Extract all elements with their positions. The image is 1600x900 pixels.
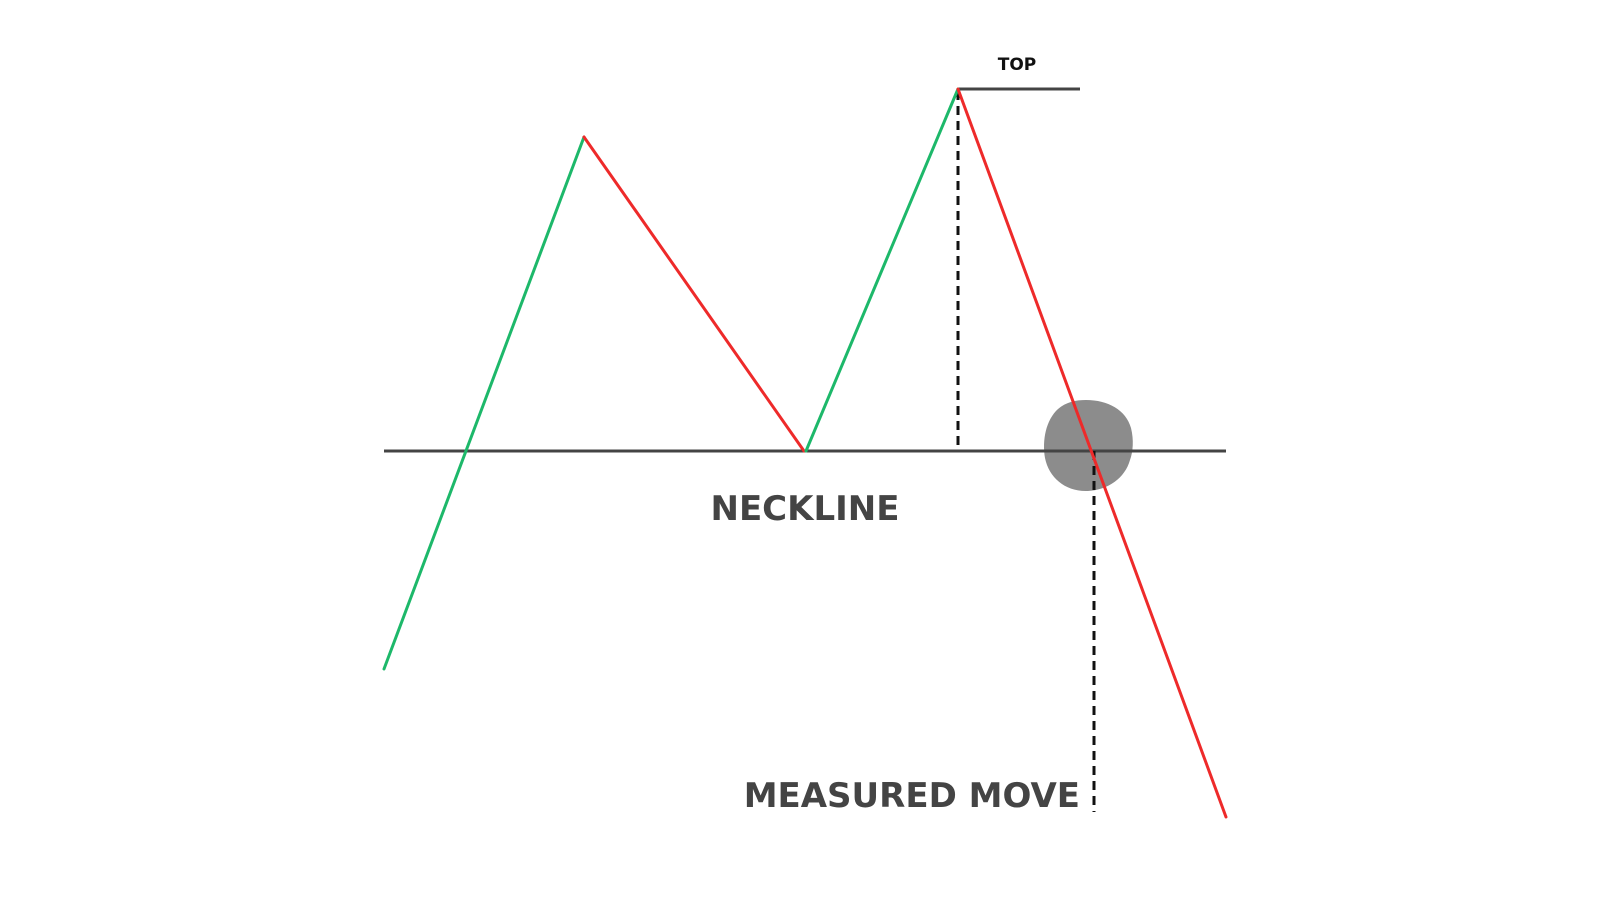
- down-leg-1: [582, 135, 806, 453]
- up-leg-1: [382, 135, 586, 671]
- top-label: TOP: [998, 55, 1037, 75]
- down-leg-2: [956, 87, 1228, 819]
- up-leg-2: [804, 87, 960, 453]
- neckline-label: NECKLINE: [711, 489, 900, 529]
- measured-move-label: MEASURED MOVE: [744, 776, 1080, 816]
